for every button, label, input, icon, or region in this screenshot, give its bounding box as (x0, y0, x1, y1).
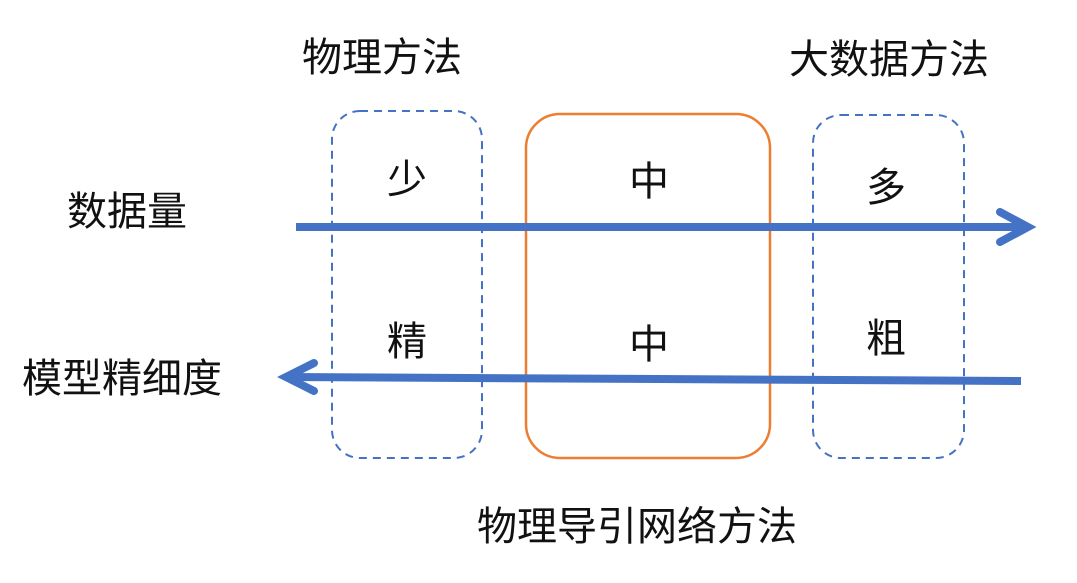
model-detail-arrow-head (277, 359, 318, 395)
physics-model-value: 精 (387, 319, 427, 365)
pgnn-model-value: 中 (629, 322, 669, 368)
model-detail-label: 模型精细度 (22, 356, 222, 402)
bigdata-method-title: 大数据方法 (789, 37, 989, 83)
physics-data-value: 少 (387, 157, 427, 203)
data-volume-label: 数据量 (67, 189, 187, 235)
pgnn-method-title: 物理导引网络方法 (477, 504, 797, 550)
physics-method-box (331, 110, 483, 459)
data-volume-arrow-head (996, 208, 1037, 246)
model-detail-arrow-line (285, 373, 1022, 385)
bigdata-data-value: 多 (866, 165, 906, 211)
physics-method-title: 物理方法 (302, 35, 462, 81)
bigdata-method-box (812, 114, 965, 459)
pgnn-data-value: 中 (629, 159, 669, 205)
pgnn-method-box (524, 112, 772, 460)
bigdata-model-value: 粗 (866, 316, 906, 362)
